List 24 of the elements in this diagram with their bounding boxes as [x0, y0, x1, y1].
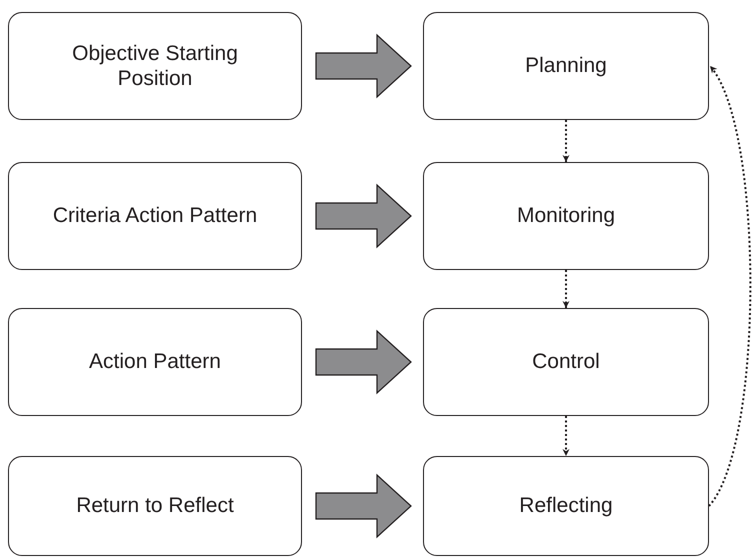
- box-label: Objective Starting Position: [71, 40, 239, 92]
- box-label: Control: [532, 349, 600, 375]
- block-arrow: [315, 34, 412, 98]
- process-box: [8, 162, 302, 270]
- process-box: [8, 12, 302, 120]
- box-label: Return to Reflect: [76, 493, 234, 519]
- block-arrow: [315, 330, 412, 394]
- box-label: Monitoring: [516, 203, 616, 229]
- box-label: Planning: [525, 53, 607, 79]
- process-box: [423, 12, 709, 120]
- process-box: [423, 308, 709, 416]
- block-arrow: [315, 184, 412, 248]
- process-box: [8, 456, 302, 556]
- process-box: [8, 308, 302, 416]
- dotted-arrow: [562, 416, 570, 456]
- box-label: Criteria Action Pattern: [52, 203, 258, 229]
- dotted-arrow: [708, 65, 752, 507]
- dotted-arrow: [562, 120, 570, 162]
- dotted-arrow: [562, 270, 570, 308]
- box-label: Reflecting: [519, 493, 613, 519]
- process-box: [423, 162, 709, 270]
- process-box: [423, 456, 709, 556]
- box-label: Action Pattern: [89, 349, 221, 375]
- block-arrow: [315, 474, 412, 538]
